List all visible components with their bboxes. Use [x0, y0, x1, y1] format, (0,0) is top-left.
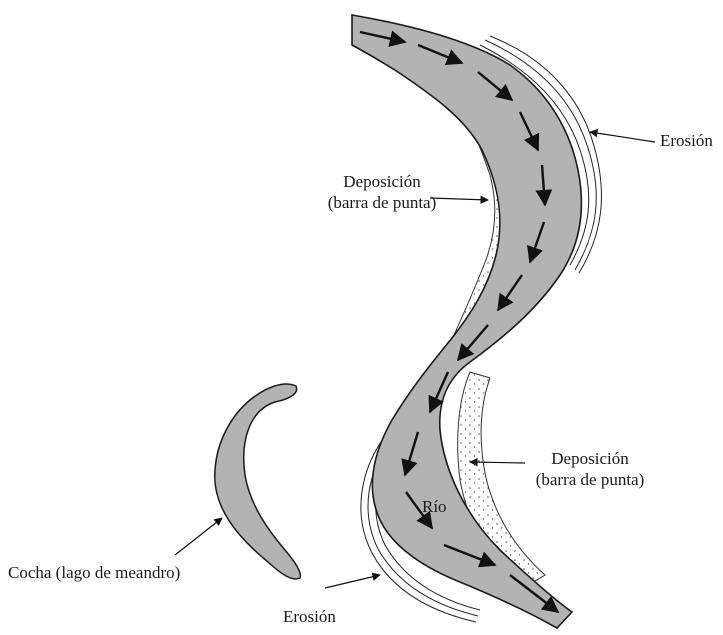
deposition-label-lower: Deposición (barra de punta)	[520, 448, 660, 490]
river-channel	[352, 15, 581, 628]
deposition-label-upper-line2: (barra de punta)	[312, 192, 452, 213]
erosion-label-top: Erosión	[660, 130, 713, 151]
oxbow-lake	[215, 384, 301, 579]
deposition-label-lower-line2: (barra de punta)	[520, 469, 660, 490]
oxbow-pointer	[175, 518, 222, 555]
oxbow-label: Cocha (lago de meandro)	[8, 562, 180, 583]
deposition-label-upper: Deposición (barra de punta)	[312, 171, 452, 213]
erosion-top-pointer	[590, 132, 655, 142]
erosion-label-bottom: Erosión	[283, 606, 336, 627]
river-label: Río	[422, 496, 447, 517]
deposition-label-upper-line1: Deposición	[312, 171, 452, 192]
deposition-label-lower-line1: Deposición	[520, 448, 660, 469]
erosion-bottom-pointer	[325, 575, 380, 588]
